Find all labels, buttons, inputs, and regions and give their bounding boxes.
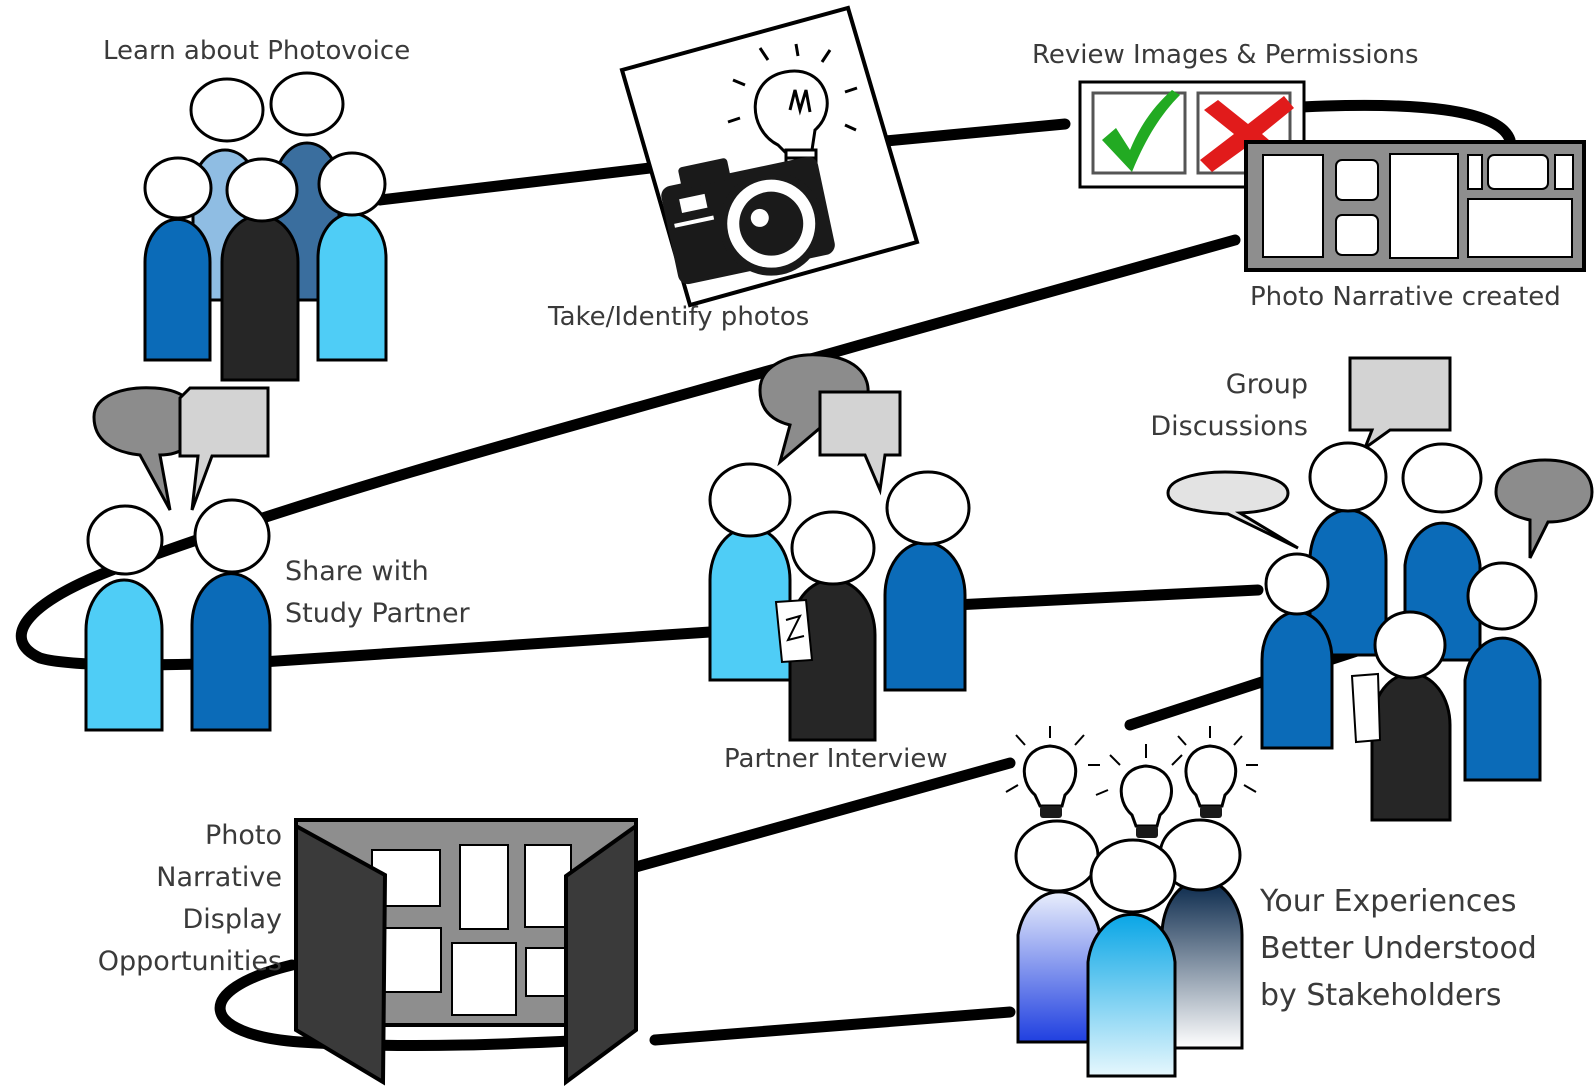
label-your-experiences: Your Experiences Better Understood by St… [1260, 878, 1537, 1019]
label-line: Your Experiences [1260, 884, 1517, 919]
label-line: Photo [204, 820, 282, 851]
label-take-identify-photos: Take/Identify photos [548, 302, 810, 332]
label-line: Display [182, 904, 282, 935]
label-partner-interview: Partner Interview [724, 744, 948, 774]
label-line: Study Partner [285, 598, 470, 629]
photo-board-icon [1244, 140, 1586, 272]
label-line: by Stakeholders [1260, 978, 1502, 1013]
speech-bubble-icon [1166, 470, 1299, 550]
stakeholders-icon [1000, 726, 1258, 1078]
label-share-with-study-partner: Share with Study Partner [285, 551, 470, 635]
share-partners-icon [84, 386, 272, 732]
label-line: Narrative [156, 862, 282, 893]
lightbulb-icon [1022, 744, 1238, 828]
interview-group-icon [708, 353, 971, 742]
people-group-icon [143, 71, 388, 382]
label-line: Opportunities [97, 946, 282, 977]
speech-bubble-icon [178, 386, 270, 511]
speech-bubble-icon [1348, 356, 1452, 453]
label-learn-about-photovoice: Learn about Photovoice [103, 36, 411, 66]
label-review-images-permissions: Review Images & Permissions [1032, 40, 1419, 70]
camera-lightbulb-icon [619, 5, 920, 308]
label-photo-narrative-display: Photo Narrative Display Opportunities [60, 815, 282, 983]
group-discussion-icon [1166, 356, 1594, 822]
label-line: Discussions [1150, 411, 1308, 442]
label-group-discussions: Group Discussions [1140, 364, 1308, 448]
speech-bubble-icon [818, 390, 902, 496]
speech-bubble-icon [1494, 458, 1594, 559]
display-board-icon [294, 818, 638, 1086]
checkmark-icon [1102, 90, 1180, 172]
label-line: Group [1225, 369, 1308, 400]
label-photo-narrative-created: Photo Narrative created [1250, 282, 1561, 312]
label-line: Better Understood [1260, 931, 1537, 966]
label-line: Share with [285, 556, 429, 587]
